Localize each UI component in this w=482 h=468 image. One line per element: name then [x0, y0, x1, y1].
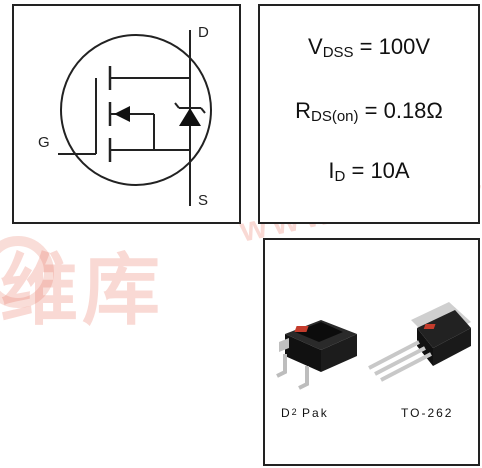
pin-label-source: S	[198, 192, 209, 209]
spec-id-value: = 10A	[351, 158, 410, 183]
spec-rds-value: = 0.18Ω	[364, 98, 443, 123]
package-label-to262: TO-262	[401, 406, 454, 420]
spec-rds-symbol: R	[295, 98, 311, 123]
packages-panel: D2 Pak TO-262	[263, 238, 480, 466]
spec-vdss-value: = 100V	[359, 34, 430, 59]
spec-vdss: VDSS = 100V	[260, 34, 478, 61]
mosfet-symbol-icon	[58, 30, 212, 206]
d2pak-suffix: Pak	[302, 406, 329, 420]
spec-id-symbol: I	[328, 158, 335, 183]
d2pak-superscript: 2	[291, 407, 297, 417]
d2pak-package-icon	[276, 320, 357, 390]
spec-rds-subscript: DS(on)	[311, 108, 359, 125]
to262-package-icon	[368, 302, 471, 382]
mosfet-symbol-panel: D G S	[12, 4, 241, 224]
d2pak-prefix: D	[281, 406, 292, 420]
specs-panel: VDSS = 100V RDS(on) = 0.18Ω ID = 10A	[258, 4, 480, 224]
pin-label-gate: G	[38, 134, 50, 151]
spec-vdss-subscript: DSS	[322, 44, 354, 61]
watermark-logo	[0, 236, 54, 308]
spec-id-subscript: D	[334, 168, 346, 185]
package-label-d2pak: D2 Pak	[281, 406, 329, 420]
spec-rds-on: RDS(on) = 0.18Ω	[260, 98, 478, 125]
spec-vdss-symbol: V	[308, 34, 323, 59]
pin-label-drain: D	[198, 24, 209, 41]
spec-id: ID = 10A	[260, 158, 478, 185]
